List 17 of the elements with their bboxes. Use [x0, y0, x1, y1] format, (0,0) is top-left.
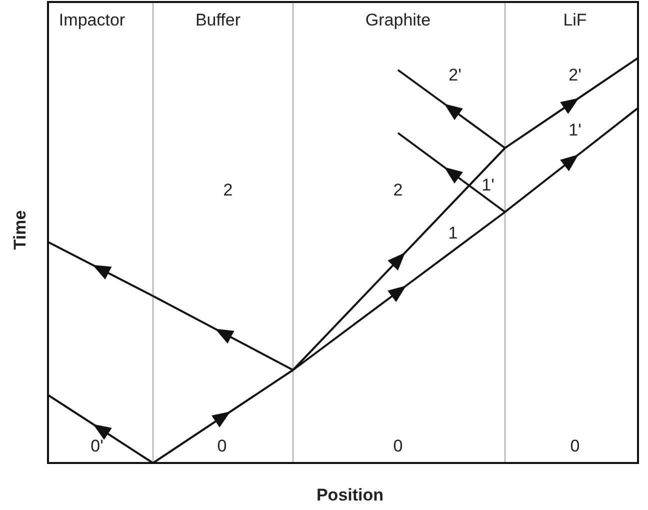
state-label: 2	[223, 182, 233, 198]
state-label: 2	[393, 182, 403, 198]
state-label: 0	[570, 438, 580, 454]
state-label: 0	[393, 438, 403, 454]
region-label: Graphite	[365, 12, 431, 28]
state-label: 2'	[568, 66, 582, 84]
state-label: 1'	[482, 176, 494, 194]
region-label: Buffer	[195, 12, 241, 28]
state-label: 1	[448, 224, 458, 242]
state-label: 2'	[448, 66, 462, 84]
region-label: Impactor	[58, 12, 126, 28]
state-label: 0	[217, 438, 227, 454]
region-label: LiF	[563, 12, 587, 28]
axis-title: Time	[12, 210, 28, 250]
state-label: 0'	[90, 438, 104, 454]
axis-title: Position	[316, 486, 384, 504]
state-label: 1'	[568, 122, 582, 138]
